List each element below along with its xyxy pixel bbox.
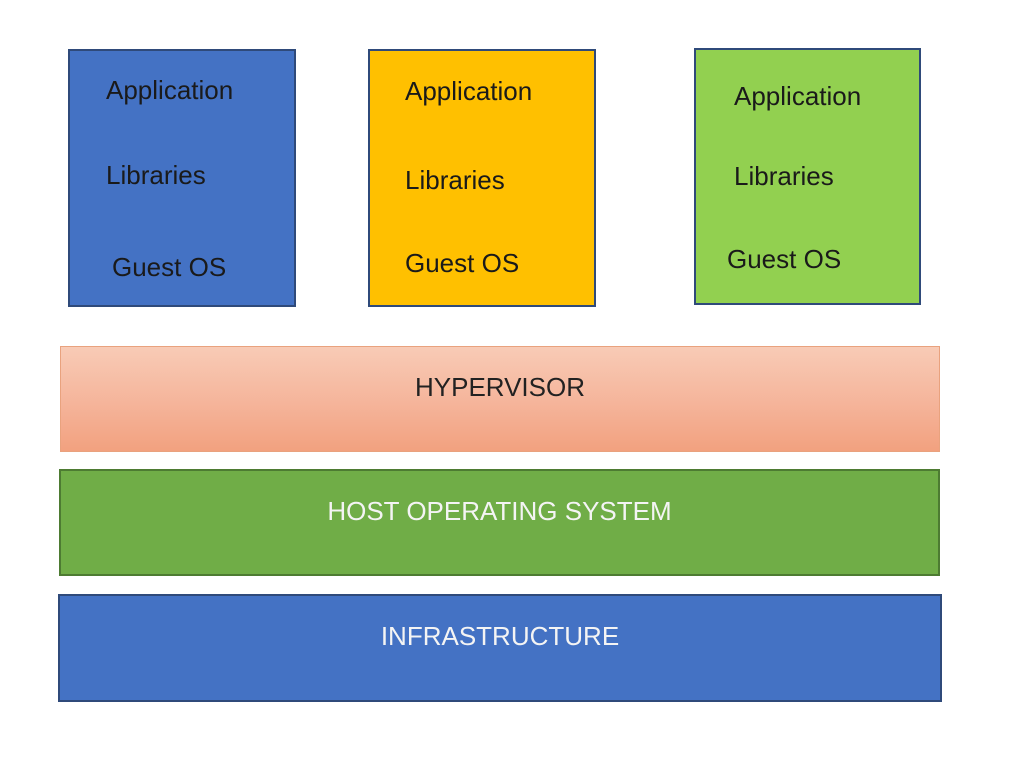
vm-1-libraries-label: Libraries [106,160,206,190]
infrastructure-label: INFRASTRUCTURE [380,621,620,651]
vm-2-guest-os-label: Guest OS [405,248,520,278]
vm-3-application-label: Application [734,81,862,111]
vm-2-application-label: Application [405,76,533,106]
host-os-label: HOST OPERATING SYSTEM [327,495,672,526]
vm-3-box: Application Libraries Guest OS [694,48,921,305]
vm-1-guest-os-label: Guest OS [112,252,227,282]
vm-2-libraries-label: Libraries [405,165,505,195]
hypervisor-label: HYPERVISOR [414,372,585,402]
vm-1-application-label: Application [106,75,234,105]
host-os-layer: HOST OPERATING SYSTEM [59,469,940,576]
vm-3-guest-os-label: Guest OS [727,244,842,274]
vm-3-libraries-label: Libraries [734,161,834,191]
vm-2-box: Application Libraries Guest OS [368,49,596,307]
hypervisor-layer: HYPERVISOR [60,346,940,452]
vm-1-box: Application Libraries Guest OS [68,49,296,307]
infrastructure-layer: INFRASTRUCTURE [58,594,942,702]
